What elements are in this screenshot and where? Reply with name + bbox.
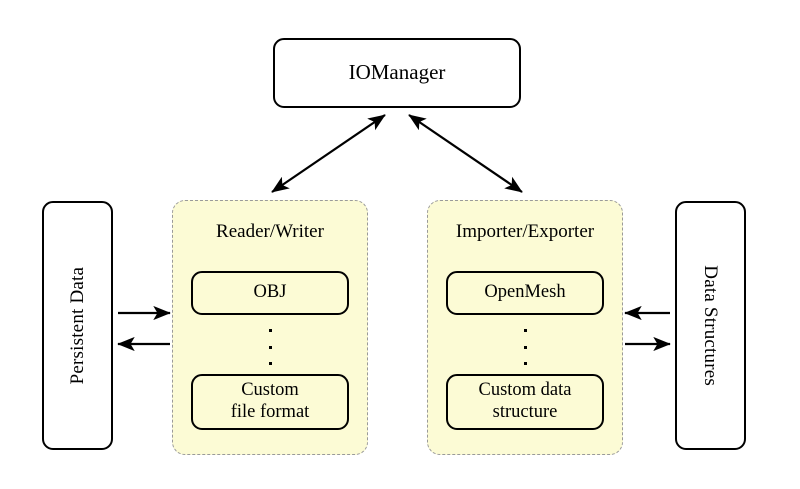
custom-line-1: Custom data: [478, 380, 572, 401]
reader-writer-group[interactable]: Reader/Writer OBJ Custom file format: [172, 200, 368, 455]
data-structures-node[interactable]: Data Structures: [675, 201, 746, 450]
custom-line-1: Custom: [241, 380, 299, 401]
custom-line-2: structure: [492, 402, 558, 422]
arrow-manager-reader-writer: [271, 114, 386, 193]
importer-exporter-group-title: Importer/Exporter: [455, 221, 595, 242]
reader-writer-item-custom-label: Custom file format: [231, 380, 310, 424]
reader-writer-item-custom[interactable]: Custom file format: [191, 374, 349, 430]
ellipsis-dot: [268, 362, 272, 365]
ellipsis-dot: [268, 329, 272, 332]
importer-exporter-item-openmesh-label: OpenMesh: [484, 282, 566, 303]
importer-exporter-item-openmesh[interactable]: OpenMesh: [446, 271, 604, 315]
importer-exporter-item-custom[interactable]: Custom data structure: [446, 374, 604, 430]
ellipsis-dot: [268, 345, 272, 349]
arrow-manager-importer-exporter: [408, 114, 523, 193]
io-manager-node[interactable]: IOManager: [273, 38, 521, 108]
reader-writer-ellipsis-icon: [173, 329, 367, 365]
io-manager-label: IOManager: [348, 60, 446, 85]
custom-line-2: file format: [230, 402, 310, 422]
persistent-data-label: Persistent Data: [66, 266, 88, 385]
importer-exporter-group[interactable]: Importer/Exporter OpenMesh Custom data s…: [427, 200, 623, 455]
importer-exporter-item-custom-label: Custom data structure: [478, 380, 571, 424]
persistent-data-node[interactable]: Persistent Data: [42, 201, 113, 450]
reader-writer-item-obj-label: OBJ: [253, 282, 287, 303]
importer-exporter-ellipsis-icon: [428, 329, 622, 365]
ellipsis-dot: [523, 345, 527, 349]
ellipsis-dot: [523, 329, 527, 332]
data-structures-label: Data Structures: [700, 265, 722, 386]
ellipsis-dot: [523, 362, 527, 365]
reader-writer-group-title: Reader/Writer: [216, 221, 324, 242]
reader-writer-item-obj[interactable]: OBJ: [191, 271, 349, 315]
